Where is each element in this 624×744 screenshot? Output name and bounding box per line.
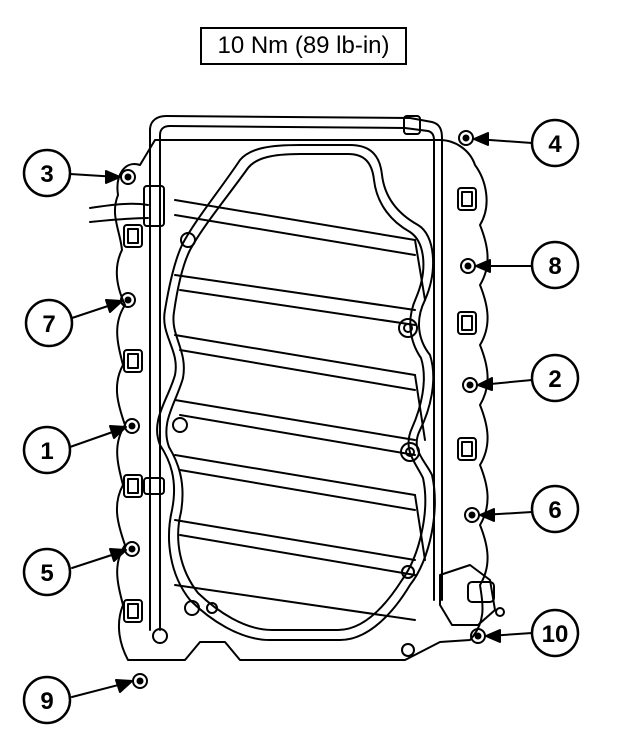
- callout-9: 9: [40, 688, 53, 715]
- vacuum-tube: [149, 115, 443, 601]
- tube-end-fitting: [152, 628, 168, 644]
- callout-circle-2: [530, 353, 580, 403]
- hose: [89, 202, 149, 209]
- callout-5: 5: [40, 560, 53, 587]
- callout-7: 7: [42, 311, 55, 338]
- callout-4: 4: [548, 131, 562, 158]
- manifold-body-outline: [113, 139, 489, 661]
- tube-clamp: [403, 115, 421, 135]
- callout-circle-8: [530, 240, 580, 290]
- callout-8: 8: [548, 253, 561, 280]
- callout-6: 6: [548, 497, 561, 524]
- torque-spec-label: 10 Nm (89 lb-in): [200, 27, 407, 65]
- tube-bracket: [143, 185, 165, 227]
- callout-2: 2: [548, 366, 561, 393]
- callout-circle-4: [530, 118, 580, 168]
- callout-circle-7: [24, 298, 74, 348]
- gasket-outline: [156, 144, 436, 641]
- injector-connectors-right: [457, 187, 477, 461]
- callout-circle-10: [530, 608, 580, 658]
- gasket-bolt-eyes: [172, 232, 420, 657]
- callout-circles: [22, 118, 580, 725]
- intake-runners: [174, 199, 426, 621]
- callout-circle-9: [22, 675, 72, 725]
- gasket-inner: [165, 153, 427, 631]
- callout-1: 1: [40, 438, 53, 465]
- callout-circle-6: [530, 484, 580, 534]
- callout-leaders: [69, 132, 533, 698]
- callout-3: 3: [40, 161, 53, 188]
- callout-circle-1: [22, 425, 72, 475]
- torque-spec-text: 10 Nm (89 lb-in): [217, 32, 390, 59]
- injector-connectors-left: [123, 224, 143, 623]
- callout-circle-3: [22, 148, 72, 198]
- callout-circle-5: [22, 547, 72, 597]
- callout-numbers: 1 2 3 4 5 6 7 8 9 10: [40, 131, 568, 715]
- vacuum-tube-inner: [159, 125, 435, 601]
- callout-10: 10: [542, 621, 569, 648]
- sensor-connector: [439, 564, 505, 626]
